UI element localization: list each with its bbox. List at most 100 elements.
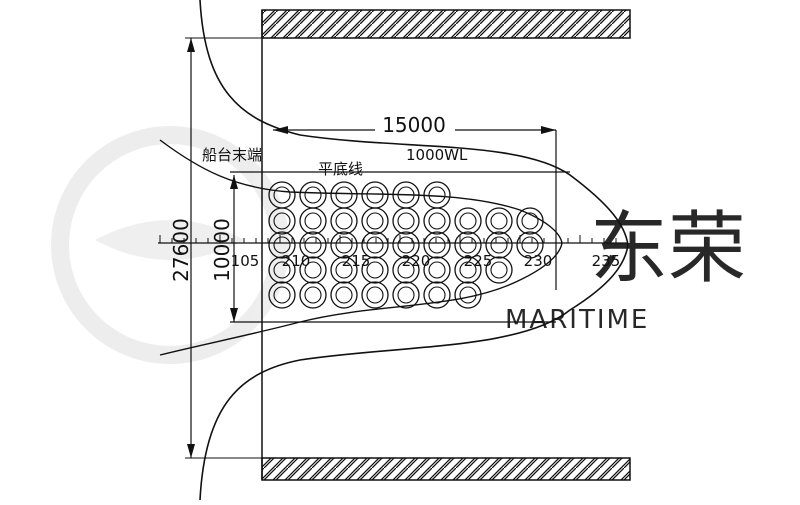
airbag-inner — [428, 286, 446, 304]
airbag-outer — [361, 281, 389, 309]
airbag-inner — [366, 261, 384, 279]
watermark-logo-ring — [51, 126, 289, 364]
airbag-inner — [397, 212, 415, 230]
airbag-inner — [397, 236, 415, 254]
airbag-inner — [273, 286, 291, 304]
airbag-outer — [454, 281, 482, 309]
airbag-inner — [521, 212, 539, 230]
airbag-inner — [335, 186, 353, 204]
airbag-inner — [304, 261, 322, 279]
scale-label: 225 — [464, 252, 493, 270]
airbag-outer — [423, 256, 451, 284]
dim-flat-width: 10000 — [210, 218, 234, 282]
airbag-outer — [361, 231, 389, 259]
arrow-down-icon — [230, 308, 238, 322]
airbag-outer — [423, 231, 451, 259]
airbag-outer — [268, 281, 296, 309]
airbag-outer — [485, 231, 513, 259]
airbag-outer — [330, 231, 358, 259]
airbag-outer — [454, 207, 482, 235]
airbag-outer — [392, 231, 420, 259]
airbag-outer — [268, 207, 296, 235]
airbag-inner — [273, 236, 291, 254]
airbag-outer — [423, 207, 451, 235]
airbag-outer — [330, 181, 358, 209]
airbag-inner — [521, 236, 539, 254]
airbag-outer — [330, 256, 358, 284]
airbag-inner — [366, 286, 384, 304]
airbag-outer — [392, 256, 420, 284]
airbag-inner — [335, 286, 353, 304]
airbag-outer — [268, 256, 296, 284]
airbag-inner — [490, 261, 508, 279]
airbag-inner — [459, 212, 477, 230]
arrow-up-icon — [230, 175, 238, 189]
airbag-inner — [428, 236, 446, 254]
airbag-outer — [361, 181, 389, 209]
dim-length-bg — [375, 116, 455, 136]
label-slipway-end: 船台末端 — [202, 146, 262, 164]
airbag-inner — [397, 186, 415, 204]
airbag-inner — [304, 212, 322, 230]
airbag-array — [268, 181, 544, 309]
label-flat-bottom: 平底线 — [318, 160, 363, 178]
dim-length: 15000 — [382, 113, 446, 137]
airbag-inner — [366, 212, 384, 230]
bottom-wall-hatch — [261, 457, 631, 481]
airbag-outer — [330, 281, 358, 309]
airbag-outer — [454, 256, 482, 284]
airbag-inner — [366, 236, 384, 254]
airbag-outer — [268, 231, 296, 259]
scale-label: 230 — [524, 252, 553, 270]
airbag-inner — [273, 186, 291, 204]
airbag-inner — [304, 286, 322, 304]
arrow-down-icon — [187, 444, 195, 458]
label-waterline: 1000WL — [406, 146, 468, 164]
airbag-outer — [361, 207, 389, 235]
airbag-outer — [299, 256, 327, 284]
airbag-outer — [485, 256, 513, 284]
dim-total-width: 27600 — [169, 218, 193, 282]
airbag-outer — [299, 281, 327, 309]
scale-label: 215 — [342, 252, 371, 270]
arrow-right-icon — [541, 126, 556, 134]
airbag-outer — [454, 231, 482, 259]
arrow-up-icon — [187, 38, 195, 52]
airbag-inner — [397, 286, 415, 304]
scale-labels: 105 210 215 220 225 230 235 — [231, 252, 621, 270]
airbag-inner — [335, 236, 353, 254]
airbag-outer — [392, 207, 420, 235]
airbag-inner — [459, 286, 477, 304]
airbag-inner — [490, 236, 508, 254]
airbag-outer — [299, 181, 327, 209]
scale-label: 210 — [282, 252, 311, 270]
airbag-outer — [361, 256, 389, 284]
scale-ticks — [159, 235, 617, 243]
hull-curve-outer — [199, 0, 629, 501]
watermark-brand: 东荣 — [590, 204, 746, 294]
airbag-inner — [273, 261, 291, 279]
airbag-outer — [516, 207, 544, 235]
airbag-outer — [299, 231, 327, 259]
airbag-outer — [299, 207, 327, 235]
airbag-outer — [485, 207, 513, 235]
airbag-inner — [428, 212, 446, 230]
airbag-outer — [423, 281, 451, 309]
airbag-inner — [397, 261, 415, 279]
airbag-inner — [490, 212, 508, 230]
scale-label: 105 — [231, 252, 260, 270]
airbag-inner — [428, 261, 446, 279]
airbag-outer — [516, 231, 544, 259]
airbag-inner — [366, 186, 384, 204]
scale-label: 220 — [402, 252, 431, 270]
airbag-inner — [459, 261, 477, 279]
airbag-inner — [335, 261, 353, 279]
airbag-inner — [273, 212, 291, 230]
airbag-inner — [428, 186, 446, 204]
airbag-inner — [459, 236, 477, 254]
airbag-inner — [304, 186, 322, 204]
watermark-logo-wave — [95, 220, 245, 260]
airbag-outer — [392, 281, 420, 309]
